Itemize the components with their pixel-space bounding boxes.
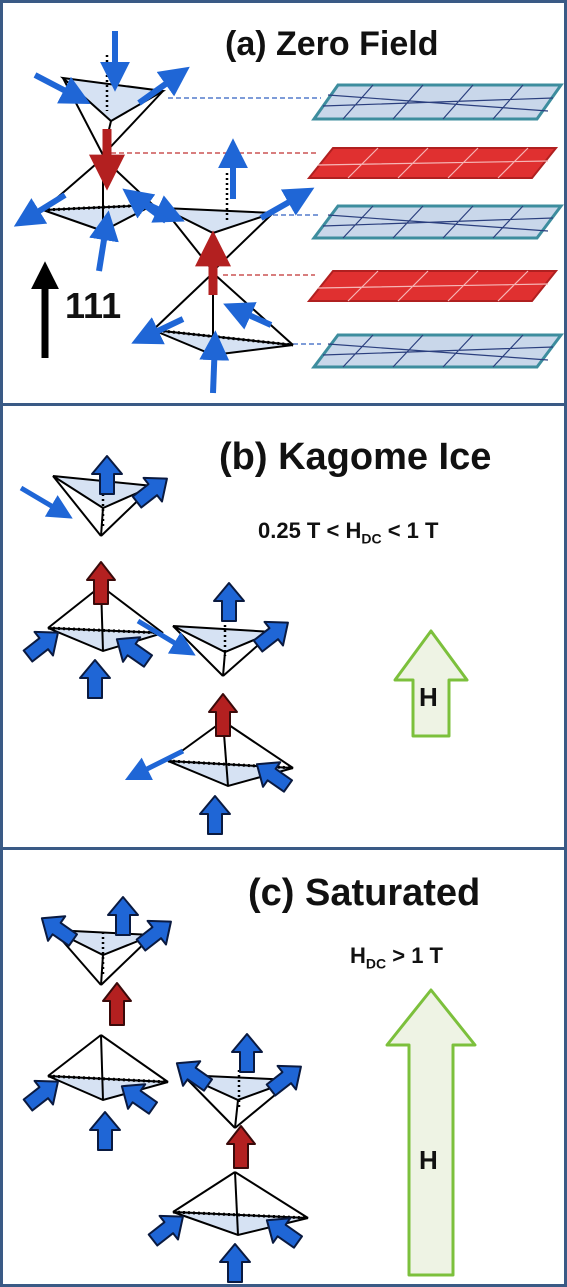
blue-spin xyxy=(22,896,304,1283)
field-condition: HDC > 1 T xyxy=(350,943,443,971)
blue-spin xyxy=(13,31,315,394)
panel-a-title: (a) Zero Field xyxy=(225,25,439,63)
field-arrow xyxy=(393,629,469,738)
tetrahedron xyxy=(162,173,274,272)
panel-c-diagram xyxy=(22,896,477,1283)
panel-saturated: (c) Saturated HDC > 1 T xyxy=(0,847,567,1287)
field-range-high: > 1 T xyxy=(392,943,443,968)
field-arrow-label: H xyxy=(419,682,438,712)
field-variable: H xyxy=(345,518,362,543)
panel-c-title: (c) Saturated xyxy=(248,872,481,914)
field-arrow-label: H xyxy=(419,1145,438,1175)
red-spin xyxy=(102,982,256,1169)
blue-spin xyxy=(19,485,196,781)
kagome-plane xyxy=(311,204,564,240)
panel-kagome-ice: (b) Kagome Ice 0.25 T < HDC < 1 T xyxy=(0,403,567,850)
panel-b-diagram xyxy=(19,455,469,835)
tetrahedron xyxy=(47,585,164,653)
field-variable: H xyxy=(350,943,366,968)
tetrahedron xyxy=(152,272,294,357)
red-spin xyxy=(89,129,231,295)
tetrahedron xyxy=(42,157,154,233)
red-spin xyxy=(86,561,238,737)
field-condition: 0.25 T < HDC < 1 T xyxy=(258,518,438,546)
triangular-plane xyxy=(306,270,559,302)
tetrahedron xyxy=(47,1034,169,1102)
blue-spin xyxy=(22,455,294,835)
triangular-plane xyxy=(306,147,559,179)
field-subscript: DC xyxy=(365,955,387,972)
field-arrow xyxy=(385,988,477,1277)
panel-b-title: (b) Kagome Ice xyxy=(219,436,492,478)
tetrahedron xyxy=(172,620,274,677)
field-range-low: 0.25 T < xyxy=(258,518,340,543)
field-range-high: < 1 T xyxy=(387,518,439,543)
kagome-plane xyxy=(311,333,564,369)
tetrahedron xyxy=(52,929,154,986)
field-subscript: DC xyxy=(361,530,382,547)
kagome-plane xyxy=(311,83,564,121)
panel-a-diagram xyxy=(13,31,564,394)
panel-zero-field: (a) Zero Field xyxy=(0,0,567,406)
axis-111-label: 111 xyxy=(65,285,122,326)
